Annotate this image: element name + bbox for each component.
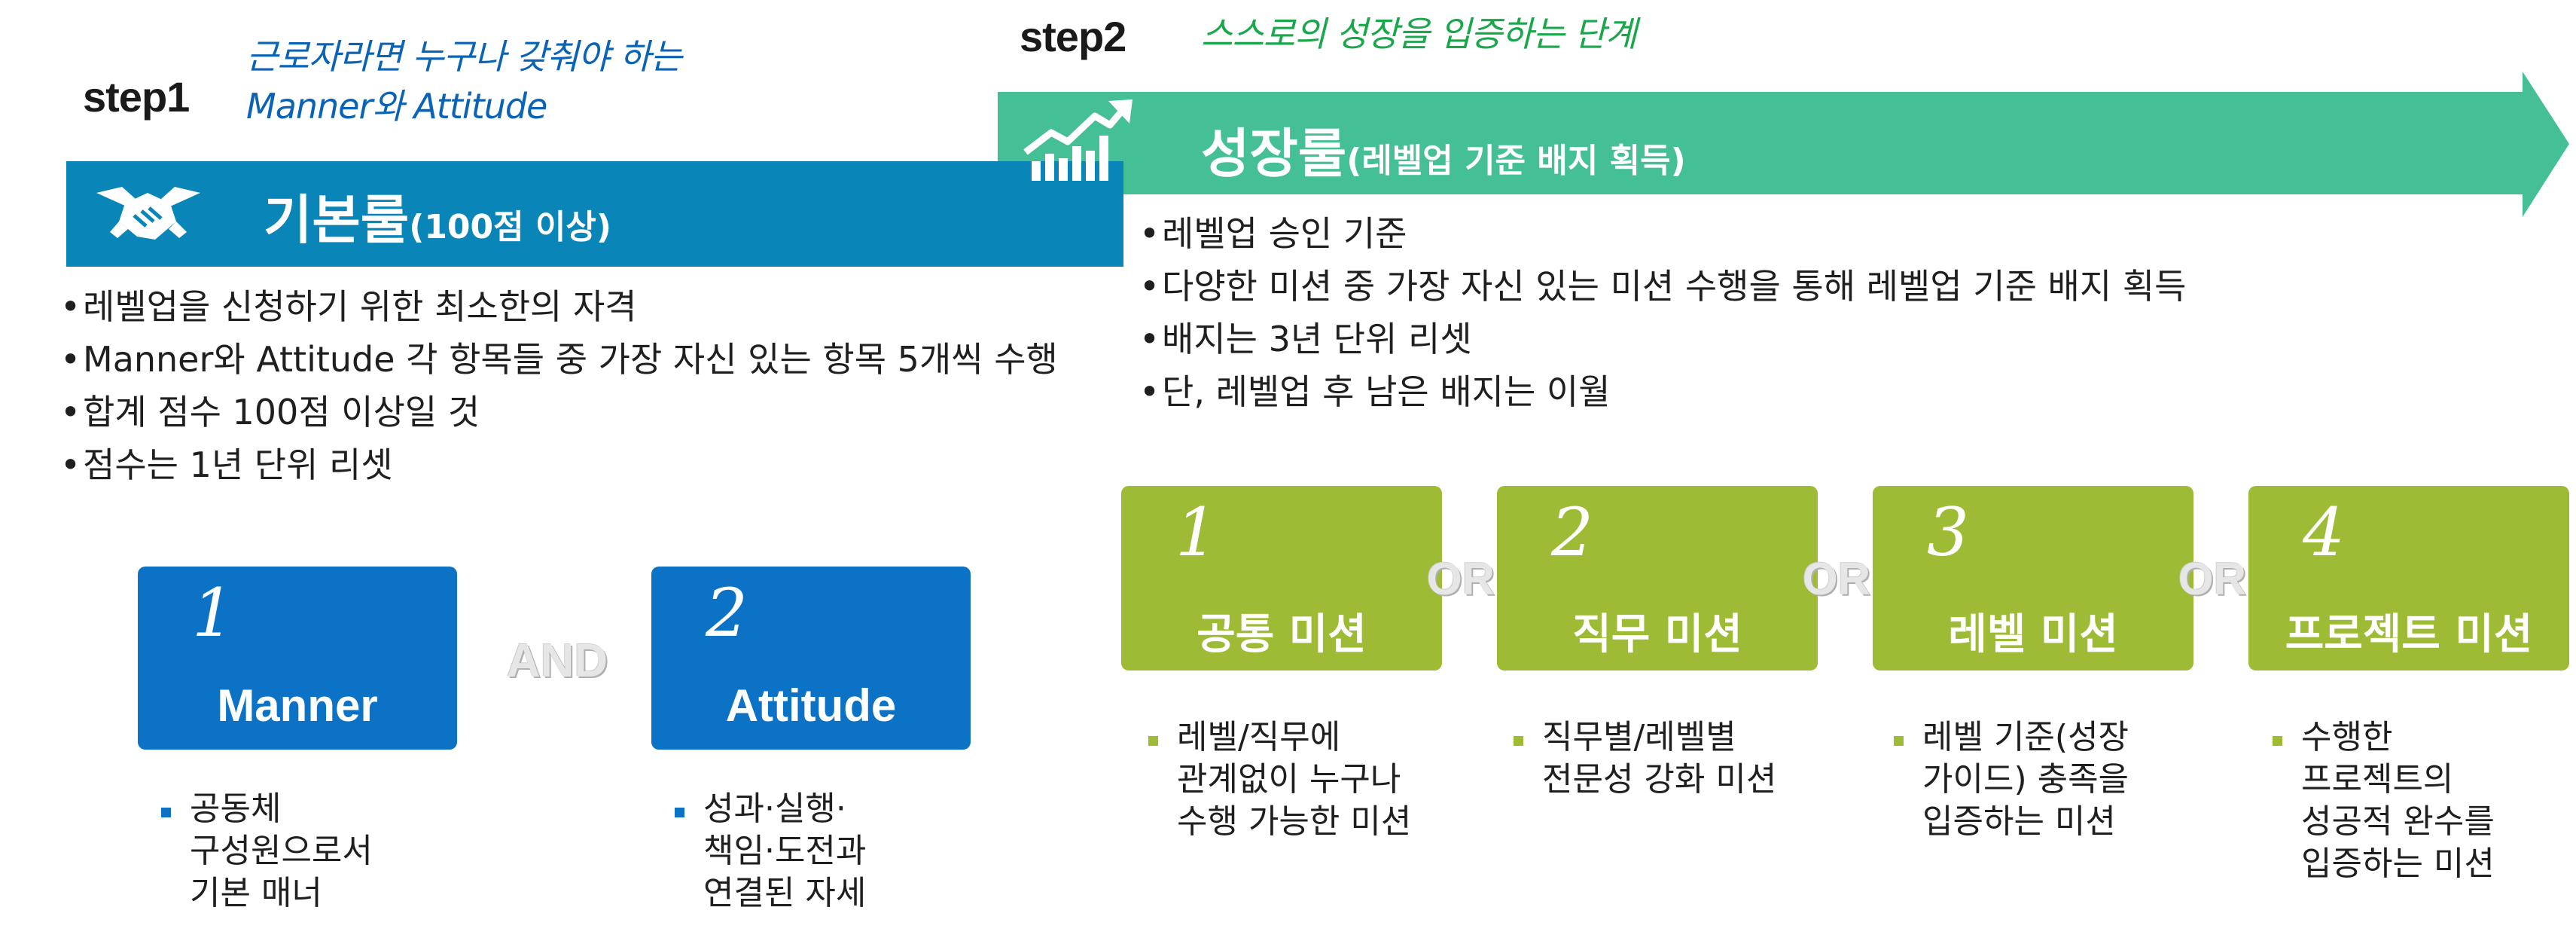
card-description: 성과·실행· 책임·도전과 연결된 자세 bbox=[703, 790, 867, 912]
square-bullet-icon bbox=[1894, 736, 1904, 746]
step1-banner: 기본룰(100점 이상) bbox=[66, 161, 1123, 267]
step1-bullet: 점수는 1년 단위 리셋 bbox=[60, 438, 1058, 491]
card-number: 2 bbox=[1551, 493, 1593, 571]
card-title: 공통 미션 bbox=[1197, 610, 1367, 659]
card-description: 레벨 기준(성장 가이드) 충족을 입증하는 미션 bbox=[1922, 718, 2129, 841]
step1-tagline: 근로자라면 누구나 갖춰야 하는 Manner와 Attitude bbox=[246, 32, 682, 131]
step1-tagline-line1: 근로자라면 누구나 갖춰야 하는 bbox=[246, 36, 682, 77]
step2-banner-title: 성장룰 bbox=[1201, 123, 1347, 185]
step1-label: step1 bbox=[83, 73, 190, 121]
project-mission-description: 수행한 프로젝트의 성공적 완수를 입증하는 미션 bbox=[2273, 716, 2566, 885]
step2-bullet-list: 레벨업 승인 기준 다양한 미션 중 가장 자신 있는 미션 수행을 통해 레벨… bbox=[1139, 207, 2186, 418]
or-connector: OR bbox=[1803, 554, 1870, 604]
common-mission-card: 1 공통 미션 bbox=[1121, 486, 1442, 670]
card-title: 프로젝트 미션 bbox=[2285, 610, 2533, 659]
project-mission-card: 4 프로젝트 미션 bbox=[2248, 486, 2569, 670]
square-bullet-icon bbox=[675, 808, 684, 817]
level-mission-card: 3 레벨 미션 bbox=[1873, 486, 2193, 670]
step2-bullet: 배지는 3년 단위 리셋 bbox=[1139, 313, 2186, 365]
step2-label: step2 bbox=[1020, 13, 1126, 60]
step1-bullet-list: 레벨업을 신청하기 위한 최소한의 자격 Manner와 Attitude 각 … bbox=[60, 280, 1058, 491]
card-number: 1 bbox=[192, 574, 234, 652]
attitude-description: 성과·실행· 책임·도전과 연결된 자세 bbox=[675, 788, 991, 915]
step1-banner-heading: 기본룰(100점 이상) bbox=[264, 178, 611, 254]
card-number: 3 bbox=[1927, 493, 1969, 571]
handshake-icon bbox=[96, 187, 200, 240]
step1-tagline-line2: Manner와 Attitude bbox=[246, 86, 547, 127]
step2-bullet: 레벨업 승인 기준 bbox=[1139, 207, 2186, 260]
and-connector: AND bbox=[506, 635, 608, 687]
step2-bullet: 다양한 미션 중 가장 자신 있는 미션 수행을 통해 레벨업 기준 배지 획득 bbox=[1139, 260, 2186, 313]
or-connector: OR bbox=[2178, 554, 2246, 604]
card-number: 2 bbox=[706, 574, 748, 652]
card-title: Attitude bbox=[725, 680, 897, 731]
square-bullet-icon bbox=[2273, 736, 2282, 746]
attitude-card: 2 Attitude bbox=[651, 567, 971, 750]
or-connector: OR bbox=[1427, 554, 1495, 604]
card-title: 레벨 미션 bbox=[1948, 610, 2118, 659]
level-mission-description: 레벨 기준(성장 가이드) 충족을 입증하는 미션 bbox=[1894, 716, 2210, 843]
square-bullet-icon bbox=[1148, 736, 1158, 746]
manner-card: 1 Manner bbox=[138, 567, 457, 750]
square-bullet-icon bbox=[1514, 736, 1523, 746]
step2-bullet: 단, 레벨업 후 남은 배지는 이월 bbox=[1139, 365, 2186, 418]
step1-bullet: Manner와 Attitude 각 항목들 중 가장 자신 있는 항목 5개씩… bbox=[60, 333, 1058, 386]
card-description: 공동체 구성원으로서 기본 매너 bbox=[190, 790, 373, 912]
growth-chart-icon bbox=[1023, 99, 1133, 181]
step2-banner-heading: 성장룰(레벨업 기준 배지 획득) bbox=[1201, 111, 1686, 188]
job-mission-card: 2 직무 미션 bbox=[1497, 486, 1818, 670]
step1-bullet: 레벨업을 신청하기 위한 최소한의 자격 bbox=[60, 280, 1058, 333]
step2-arrow-shape bbox=[998, 72, 2569, 217]
step2-banner-subtitle: (레벨업 기준 배지 획득) bbox=[1346, 142, 1686, 180]
step1-bullet: 합계 점수 100점 이상일 것 bbox=[60, 386, 1058, 438]
common-mission-description: 레벨/직무에 관계없이 누구나 수행 가능한 미션 bbox=[1148, 716, 1465, 843]
card-description: 수행한 프로젝트의 성공적 완수를 입증하는 미션 bbox=[2301, 718, 2495, 883]
card-title: Manner bbox=[217, 680, 378, 731]
job-mission-description: 직무별/레벨별 전문성 강화 미션 bbox=[1514, 716, 1830, 801]
card-description: 레벨/직무에 관계없이 누구나 수행 가능한 미션 bbox=[1177, 718, 1412, 841]
card-description: 직무별/레벨별 전문성 강화 미션 bbox=[1542, 718, 1777, 799]
step1-banner-subtitle: (100점 이상) bbox=[409, 208, 612, 246]
square-bullet-icon bbox=[161, 808, 171, 817]
manner-description: 공동체 구성원으로서 기본 매너 bbox=[161, 788, 477, 915]
card-number: 1 bbox=[1175, 493, 1218, 571]
card-title: 직무 미션 bbox=[1572, 610, 1742, 659]
card-number: 4 bbox=[2303, 493, 2345, 571]
step1-banner-title: 기본룰 bbox=[264, 189, 410, 251]
step2-tagline: 스스로의 성장을 입증하는 단계 bbox=[1201, 14, 1637, 54]
